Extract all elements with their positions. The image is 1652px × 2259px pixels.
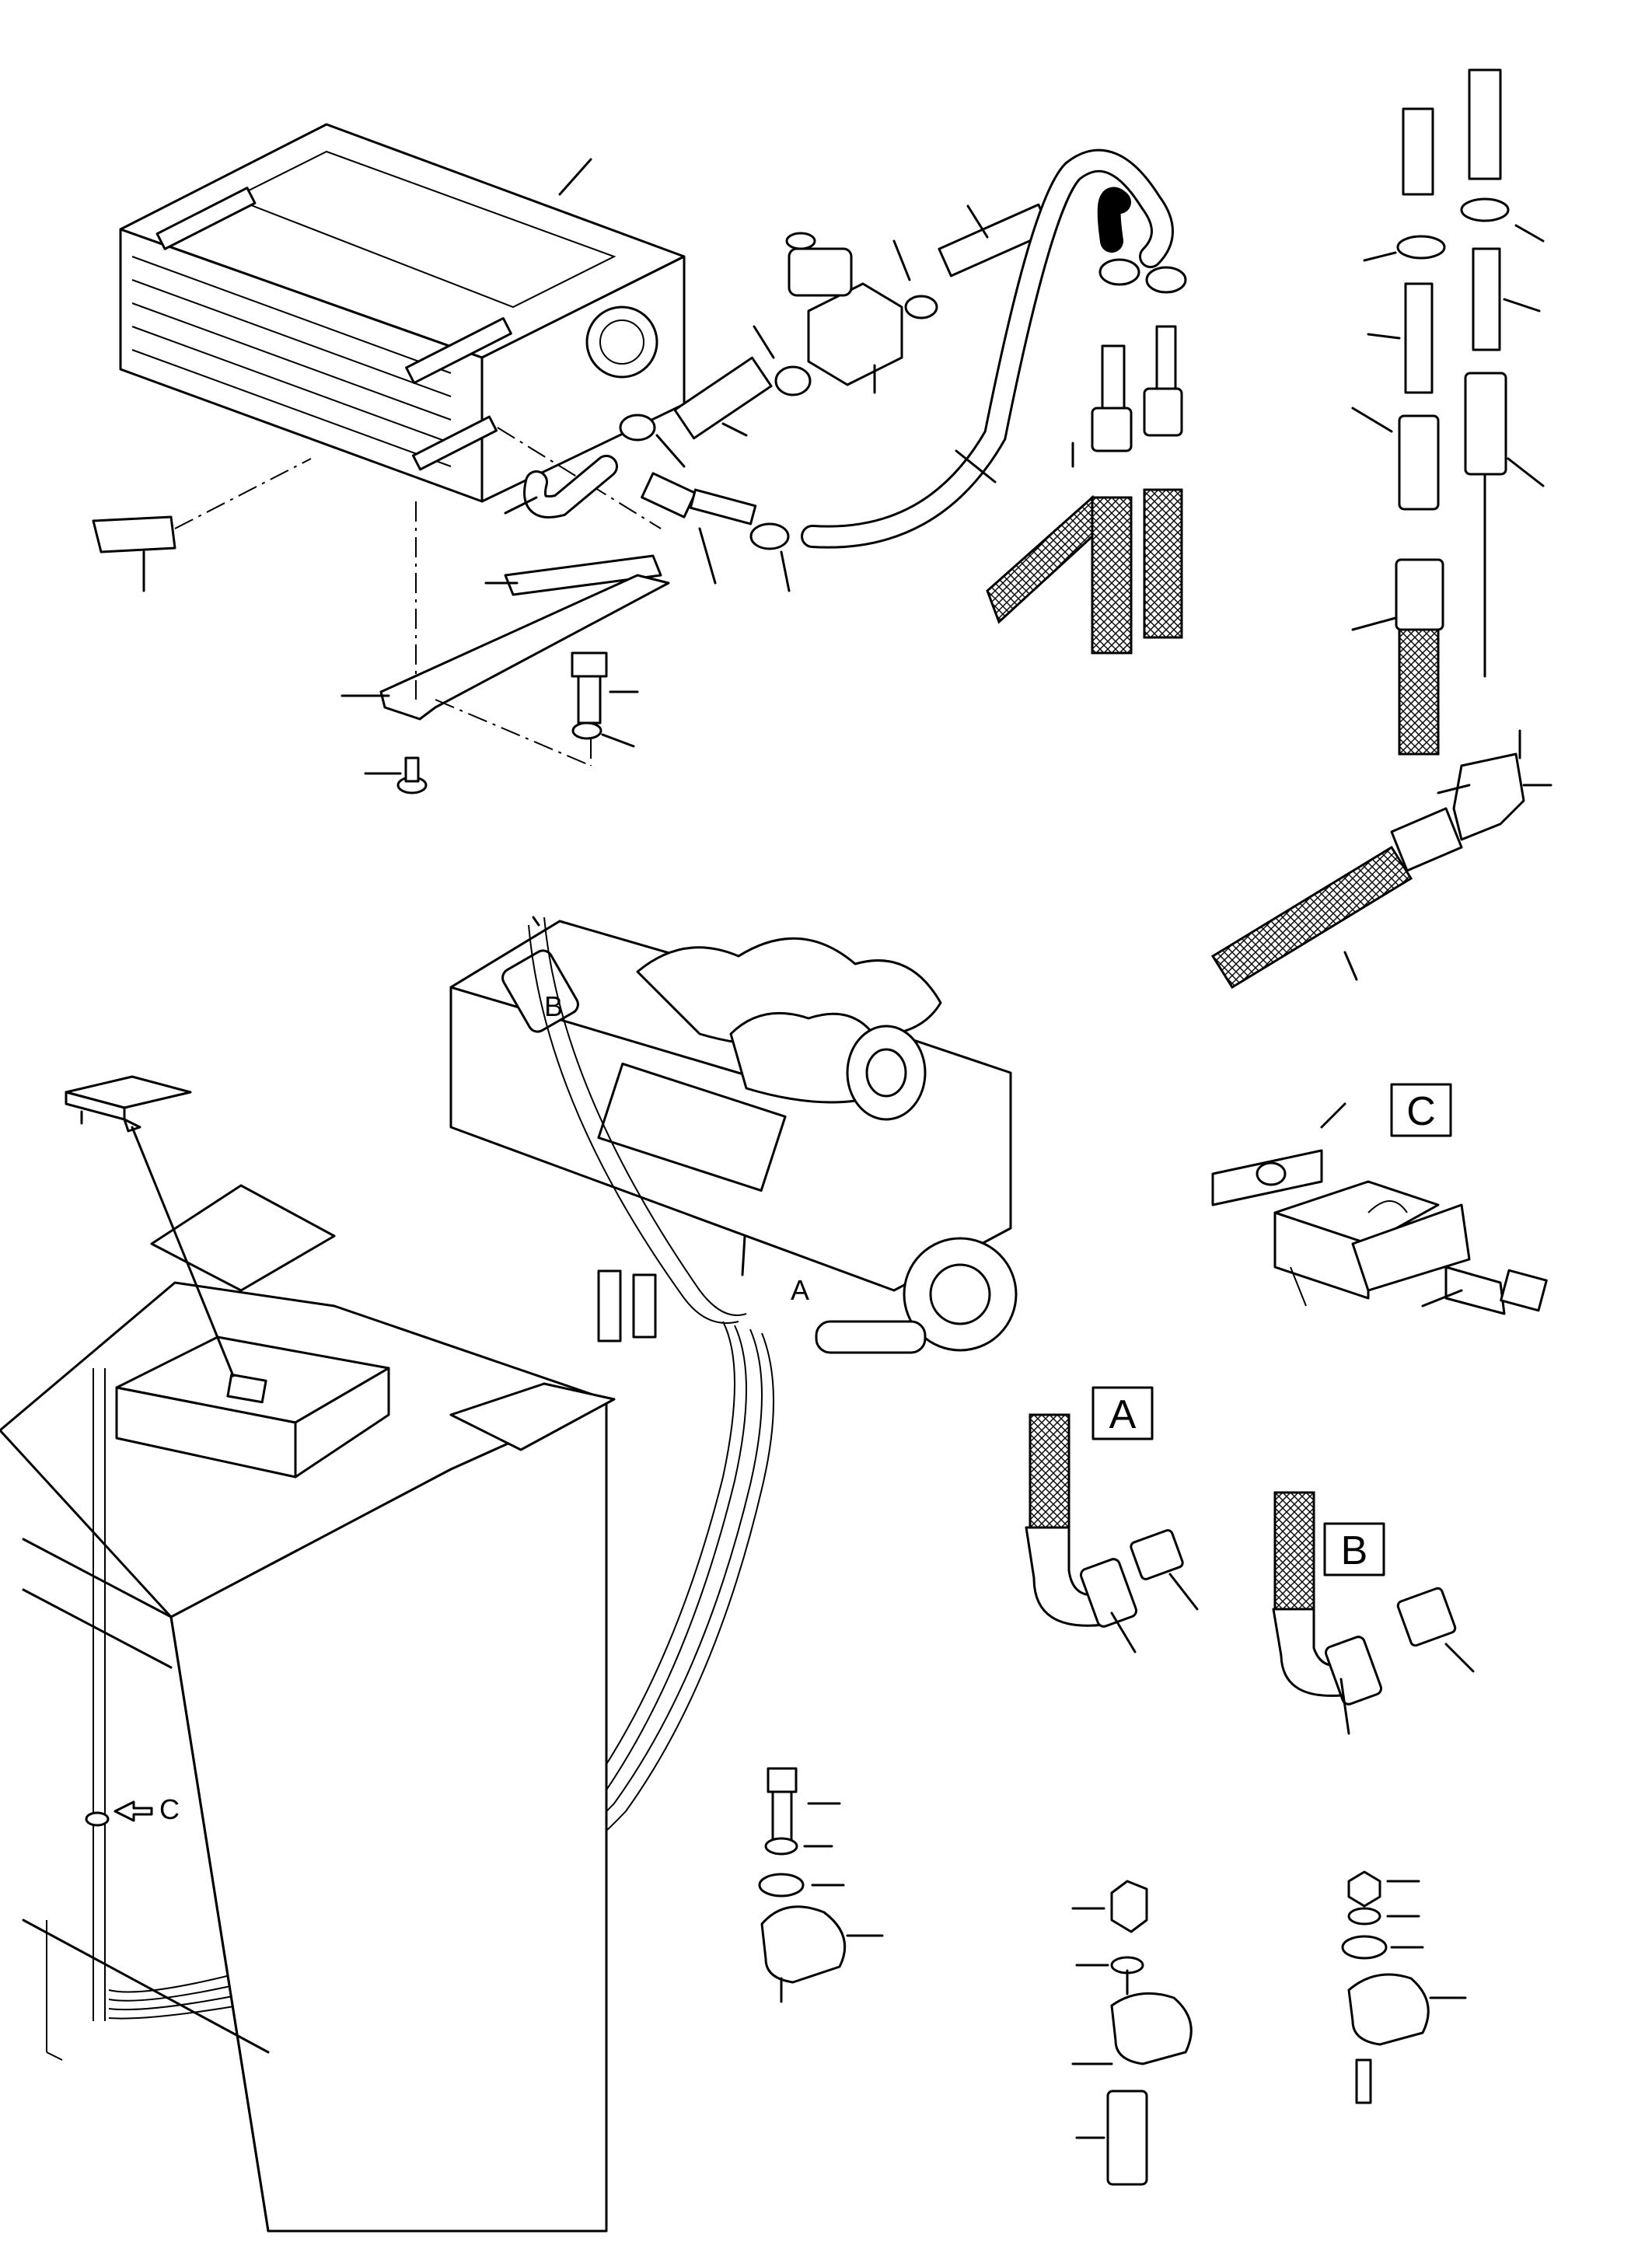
fitting-and-clamp: [749, 522, 791, 592]
detail-c-box: [1390, 1083, 1452, 1137]
cab-arrow-label-c: C: [159, 1793, 180, 1825]
detail-c: C: [1211, 1083, 1548, 1315]
hose-clamp: [619, 414, 686, 468]
clamp-assembly-1: [758, 1767, 884, 2003]
detail-a: A: [1025, 1386, 1199, 1653]
bracket-bolt: [571, 651, 639, 724]
detail-c-label: C: [1406, 1089, 1436, 1134]
engine-callout-a: A: [791, 1274, 809, 1306]
detail-b: B: [1272, 1491, 1475, 1735]
right-hose-detail: [1210, 68, 1552, 990]
cab-heater-unit: [115, 1118, 390, 1479]
heater-mounting-bracket: [92, 427, 670, 766]
cab-body: [0, 1184, 616, 2233]
clamp-assembly-3: [1341, 1870, 1467, 2104]
bracket-washer: [571, 721, 635, 748]
hose-clip-callout-c: [85, 1800, 153, 1827]
hose-clamp: [753, 325, 812, 396]
short-hose: [673, 356, 773, 440]
cab-connector-assembly: [986, 258, 1187, 655]
detail-b-label: B: [1341, 1528, 1368, 1573]
heater-unit: [119, 123, 686, 503]
detail-b-box: [1323, 1522, 1385, 1576]
long-heater-hose: [801, 148, 1174, 549]
heater-fan-grille: [585, 306, 658, 379]
heater-outlet-elbow: [504, 455, 618, 518]
clamp-assembly-2: [1071, 1880, 1193, 2186]
heater-side-louvres: [131, 256, 452, 467]
water-valve: [785, 232, 903, 394]
control-panel-detail: [65, 1075, 192, 1125]
detail-a-box: [1091, 1386, 1154, 1440]
cab-heater-control: [226, 1373, 267, 1404]
bracket-screw: [364, 756, 428, 794]
engine-callout-b: B: [544, 990, 563, 1022]
heater-connector-fittings: [641, 472, 757, 585]
engine-assembly: [449, 916, 1018, 1354]
hose-clamp: [892, 239, 938, 319]
detail-a-label: A: [1109, 1392, 1137, 1437]
